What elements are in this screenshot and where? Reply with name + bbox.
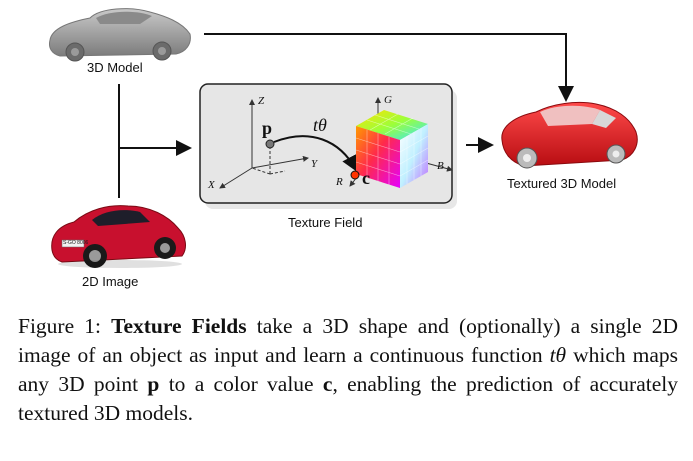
top-connector-arrow — [204, 33, 574, 102]
caption-color: c — [322, 372, 333, 396]
photo-car — [51, 205, 186, 268]
point-p-dot — [265, 139, 275, 149]
rgb-color-cube — [355, 110, 429, 188]
caption-bold-term: Texture Fields — [111, 314, 247, 338]
figure-panel: 3D Model 2D Image Texture Field Textured… — [49, 8, 638, 289]
color-c-label: c — [362, 168, 370, 188]
pipeline-diagram — [49, 8, 638, 268]
output-label: Textured 3D Model — [507, 176, 617, 191]
g-axis-label: G — [384, 94, 392, 106]
textured-car-output — [501, 101, 638, 169]
y-axis — [251, 155, 309, 169]
gray-car-model — [49, 8, 191, 62]
caption-part2: which maps any 3D point — [18, 343, 678, 396]
point-p-label: p — [262, 118, 273, 138]
license-plate — [61, 239, 85, 248]
caption-part4: , enabling the prediction of accurately … — [18, 372, 678, 425]
x-axis — [219, 167, 253, 189]
t-theta-arrow — [273, 135, 357, 172]
caption-point: p — [147, 372, 160, 396]
caption-part1: take a 3D shape and (optionally) a singl… — [18, 314, 678, 367]
model-label: 3D Model — [87, 60, 143, 75]
figure-caption: Figure 1: Texture Fields take a 3D shape… — [18, 312, 678, 428]
t-theta-label: tθ — [313, 115, 327, 135]
image-label: 2D Image — [82, 274, 139, 289]
z-axis-label: Z — [258, 95, 265, 107]
x-axis-label: X — [208, 179, 215, 191]
caption-part3: to a color value — [159, 372, 323, 396]
r-axis-label: R — [336, 176, 343, 188]
color-c-dot — [350, 170, 360, 180]
y-axis-label: Y — [311, 158, 318, 170]
license-plate-text: S-GO 8006 — [63, 240, 89, 246]
b-axis-label: B — [437, 160, 444, 172]
caption-function: tθ — [549, 343, 567, 367]
caption-prefix: Figure 1: — [18, 314, 112, 338]
texture-field-box — [199, 83, 457, 209]
texture-field-label: Texture Field — [288, 215, 363, 230]
